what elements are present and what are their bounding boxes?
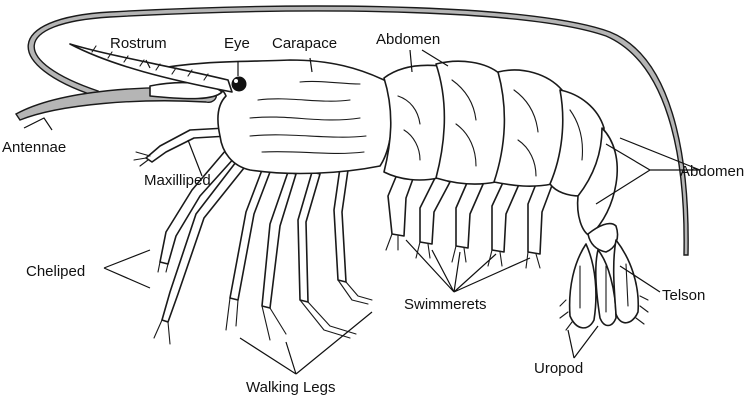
label-cheliped: Cheliped (26, 263, 85, 280)
label-rostrum: Rostrum (110, 35, 167, 52)
label-antennae: Antennae (2, 139, 66, 156)
label-maxilliped: Maxilliped (144, 172, 211, 189)
eye (232, 77, 247, 92)
carapace (70, 44, 392, 173)
label-abdomen-right: Abdomen (680, 163, 744, 180)
label-telson: Telson (662, 287, 705, 304)
label-swimmerets: Swimmerets (404, 296, 487, 313)
leader-maxilliped (188, 140, 202, 176)
maxilliped (134, 128, 228, 166)
label-abdomen-top: Abdomen (376, 31, 440, 48)
antenna-short (16, 83, 222, 120)
label-walking-legs: Walking Legs (246, 379, 336, 396)
leader-cheliped (104, 250, 150, 288)
leader-antennae (24, 118, 52, 130)
telson (596, 250, 616, 326)
label-carapace: Carapace (272, 35, 337, 52)
leader-uropod (568, 326, 598, 358)
leader-walking-legs (240, 312, 372, 374)
label-eye: Eye (224, 35, 250, 52)
walking-legs (226, 168, 372, 340)
label-uropod: Uropod (534, 360, 583, 377)
